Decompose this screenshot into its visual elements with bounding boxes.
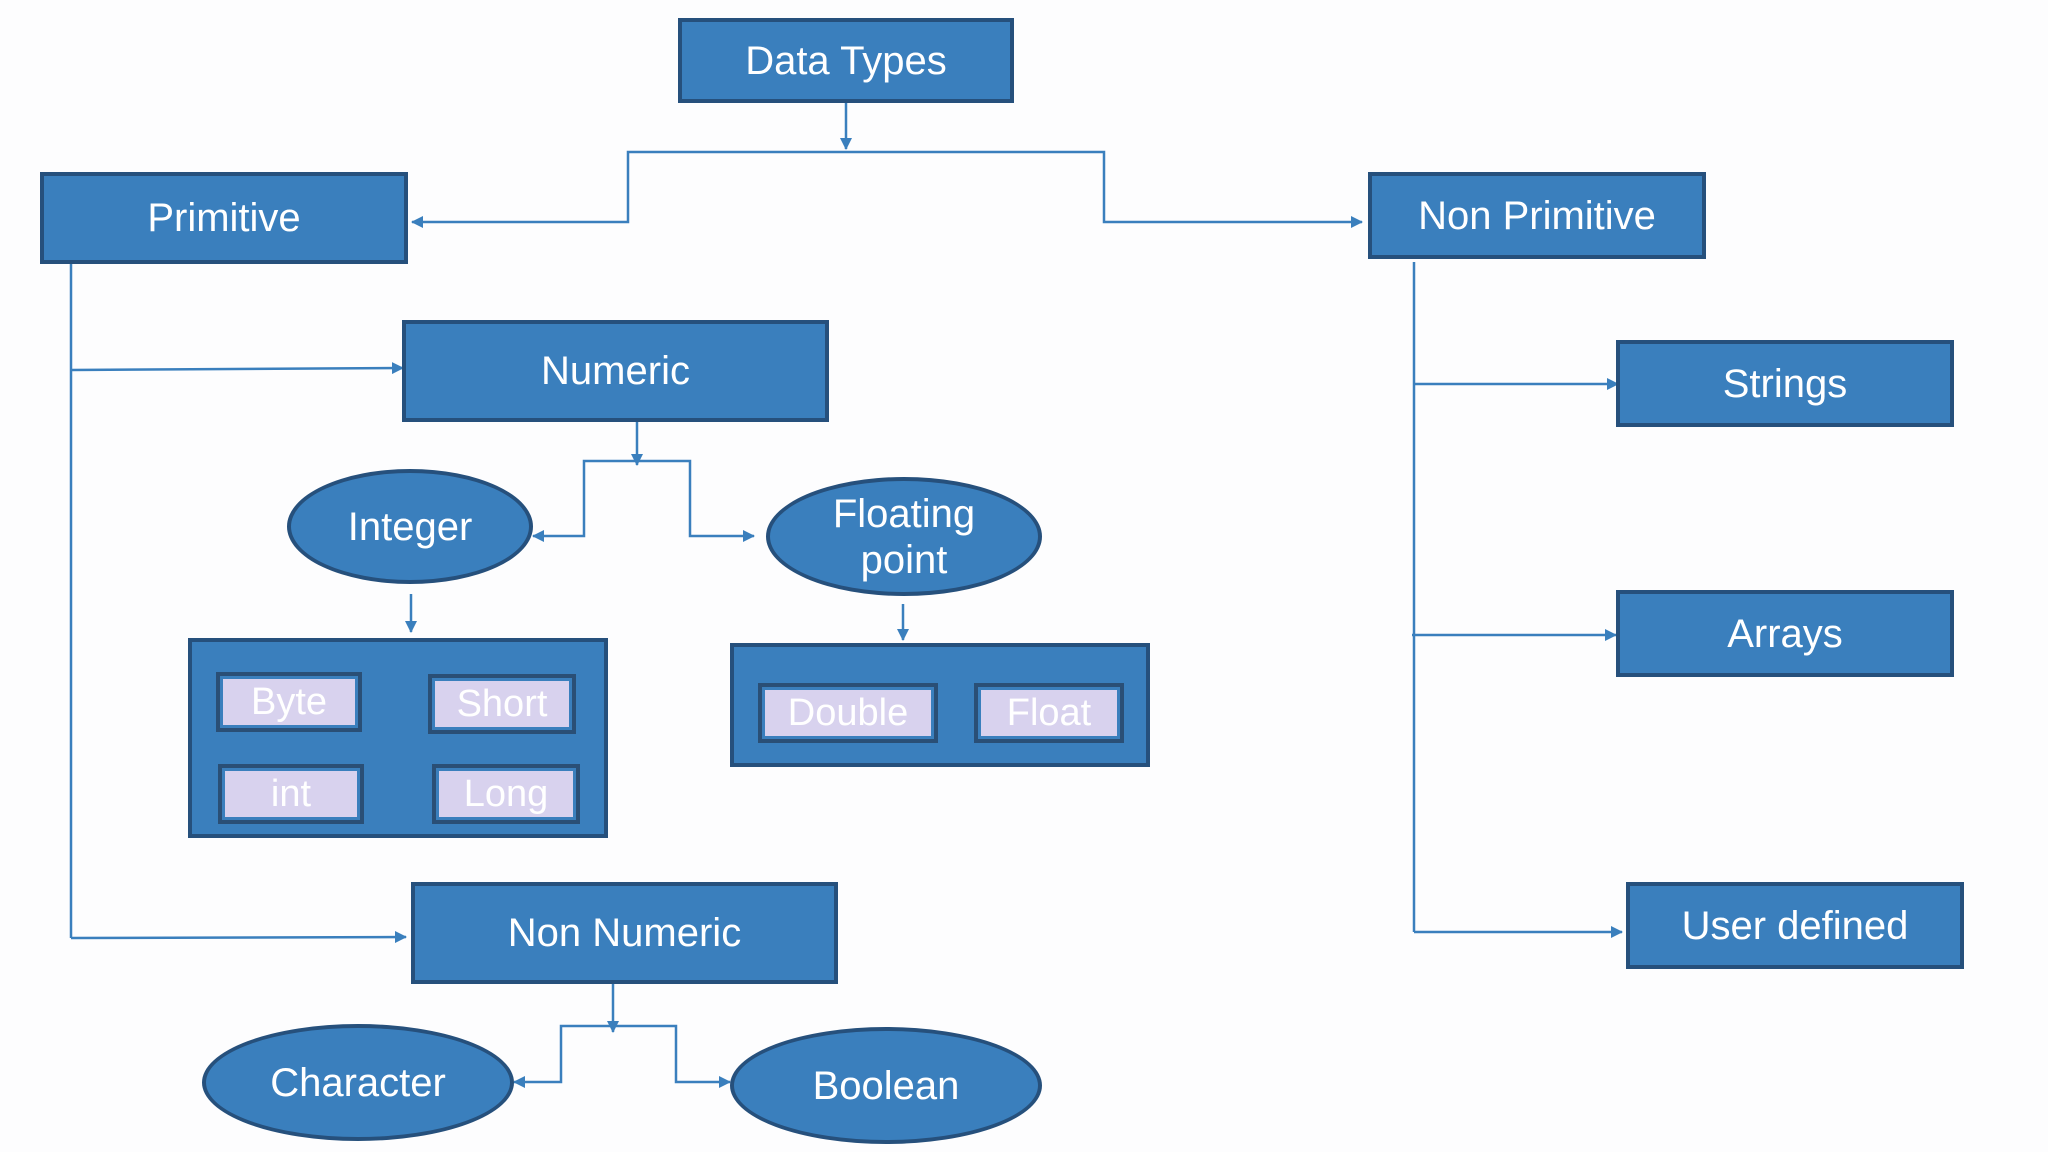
node-character: Character [202,1024,514,1141]
float-types-group: Double Float [730,643,1150,767]
chip-long: Long [432,764,580,824]
connector-non-numeric-to-character [513,1024,613,1088]
connector-primitive-to-non-numeric [70,931,407,944]
node-numeric: Numeric [402,320,829,422]
connector-non-numeric-to-boolean [613,1024,731,1088]
node-arrays: Arrays [1616,590,1954,677]
node-boolean: Boolean [730,1027,1042,1144]
connector-numeric-to-floating [637,459,755,542]
chip-double: Double [758,683,938,743]
node-non-primitive: Non Primitive [1368,172,1706,259]
chip-int: int [218,764,364,824]
connector-numeric-to-integer [532,459,637,542]
node-integer: Integer [287,469,533,584]
node-primitive: Primitive [40,172,408,264]
integer-types-group: Byte Short int Long [188,638,608,838]
node-non-numeric: Non Numeric [411,882,838,984]
chip-float: Float [974,683,1124,743]
connector-root-to-primitive [411,150,846,228]
connector-primitive-to-numeric [70,362,404,375]
connector-root-to-non-primitive [846,150,1363,228]
node-floating-point: Floating point [766,477,1042,596]
node-user-defined: User defined [1626,882,1964,969]
chip-short: Short [428,674,576,734]
node-data-types: Data Types [678,18,1014,103]
chip-byte: Byte [216,672,362,732]
node-strings: Strings [1616,340,1954,427]
